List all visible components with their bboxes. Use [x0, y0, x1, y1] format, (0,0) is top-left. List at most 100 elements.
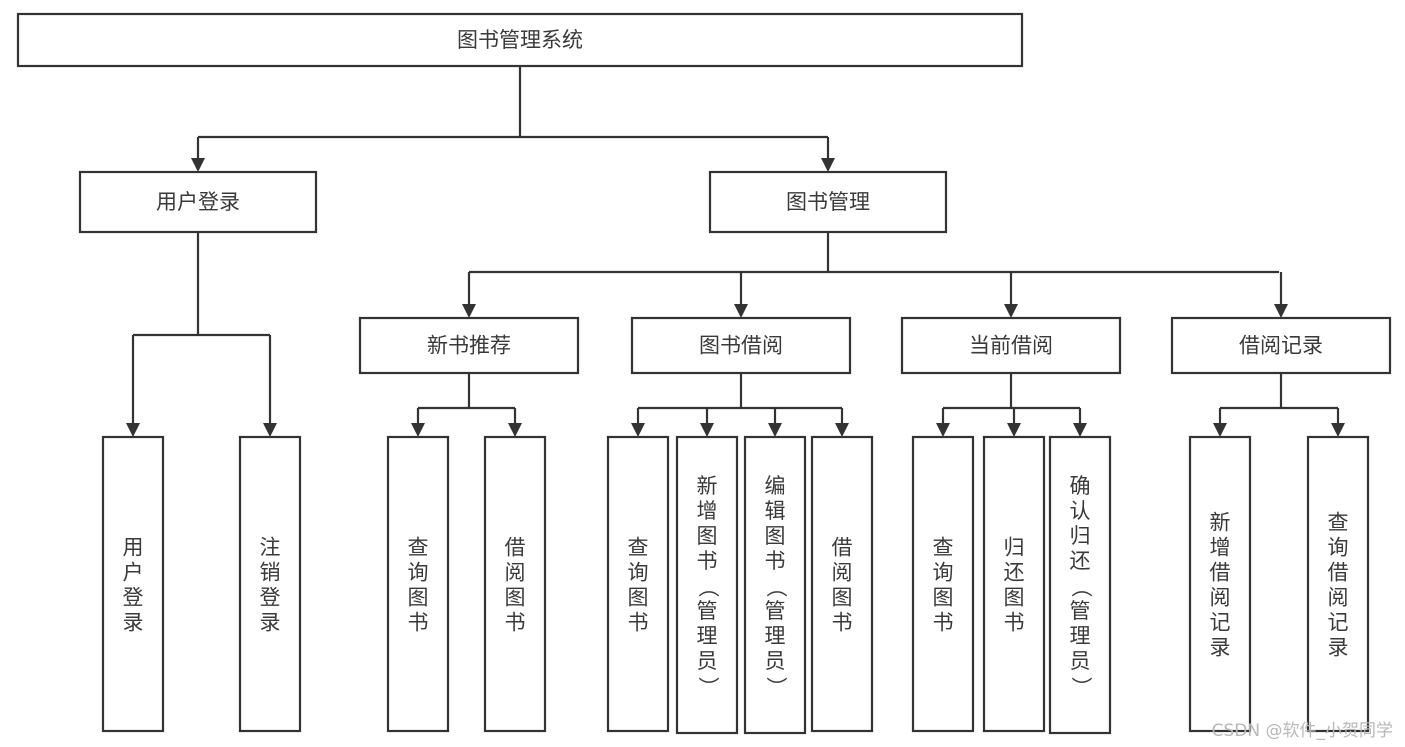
leaf-node-8-查询图书-label-char: 查: [933, 536, 954, 560]
level2-node-用户登录[interactable]: 用户登录: [78, 170, 318, 234]
leaf-node-8-查询图书-rect[interactable]: [911, 435, 975, 733]
level3-node-图书借阅[interactable]: 图书借阅: [630, 316, 852, 375]
leaf-node-3-借阅图书-label-char: 借: [505, 536, 526, 560]
edge-to-leaf-新增图书管理员-arrowhead: [700, 423, 714, 437]
leaf-node-3-借阅图书-rect[interactable]: [483, 435, 547, 733]
level3-node-借阅记录-label: 借阅记录: [1239, 334, 1323, 358]
level2-node-用户登录-rect[interactable]: [78, 170, 318, 234]
leaf-node-12-查询借阅记录-rect[interactable]: [1306, 435, 1370, 733]
leaf-node-2-查询图书-label-char: 询: [408, 561, 429, 585]
edge-to-leaf-查询图书-arrowhead: [411, 423, 425, 437]
leaf-node-1-注销登录-label-char: 录: [260, 611, 281, 635]
leaf-node-4-查询图书-label-char: 书: [628, 611, 649, 635]
leaf-node-12-查询借阅记录-label-char: 记: [1328, 611, 1349, 635]
leaf-node-7-借阅图书-label-char: 借: [832, 536, 853, 560]
leaf-node-4-查询图书-label-char: 图: [628, 586, 649, 610]
leaf-node-5-新增图书管理员-label-char: 书: [697, 549, 718, 573]
level3-node-借阅记录-rect[interactable]: [1170, 316, 1392, 375]
edge-to-图书借阅-arrowhead: [734, 304, 748, 318]
leaf-node-0-用户登录-rect[interactable]: [101, 435, 165, 733]
edge-to-leaf-查询图书-arrowhead: [631, 423, 645, 437]
leaf-node-11-新增借阅记录-label-char: 录: [1210, 636, 1231, 660]
leaf-node-0-用户登录-label-char: 户: [123, 561, 144, 585]
leaf-node-5-新增图书管理员-label-char: 图: [697, 524, 718, 548]
edge-to-leaf-确认归还管理员-arrowhead: [1073, 423, 1087, 437]
level3-node-借阅记录[interactable]: 借阅记录: [1170, 316, 1392, 375]
leaf-node-5-新增图书管理员-label-char: 员: [697, 649, 718, 673]
leaf-node-10-确认归还管理员-label-char: （: [1069, 577, 1093, 598]
leaf-node-9-归还图书-label-char: 书: [1004, 611, 1025, 635]
edge-to-leaf-用户登录-arrowhead: [126, 423, 140, 437]
leaf-node-11-新增借阅记录-label-char: 阅: [1210, 586, 1231, 610]
edge-to-leaf-注销登录-arrowhead: [263, 423, 277, 437]
level3-node-当前借阅-rect[interactable]: [900, 316, 1122, 375]
leaf-node-6-编辑图书管理员-label-char: 图: [765, 524, 786, 548]
leaf-node-8-查询图书-label-char: 书: [933, 611, 954, 635]
leaf-node-3-借阅图书-label-char: 书: [505, 611, 526, 635]
level3-node-当前借阅[interactable]: 当前借阅: [900, 316, 1122, 375]
leaf-node-11-新增借阅记录-label-char: 记: [1210, 611, 1231, 635]
leaf-node-2-查询图书-label-char: 图: [408, 586, 429, 610]
leaf-node-5-新增图书管理员-label-char: 增: [697, 499, 718, 523]
leaf-node-12-查询借阅记录-label-char: 借: [1328, 561, 1349, 585]
leaf-node-6-编辑图书管理员-label-char: 书: [765, 549, 786, 573]
leaf-node-6-编辑图书管理员-rect[interactable]: [743, 435, 807, 735]
leaf-node-2-查询图书-label-char: 书: [408, 611, 429, 635]
root-node-图书管理系统-rect[interactable]: [16, 12, 1024, 68]
leaf-node-5-新增图书管理员-label-char: 新: [697, 474, 718, 498]
leaf-node-2-查询图书-rect[interactable]: [386, 435, 450, 733]
level3-node-图书借阅-rect[interactable]: [630, 316, 852, 375]
leaf-node-5-新增图书管理员-rect[interactable]: [675, 435, 739, 735]
level3-node-新书推荐-rect[interactable]: [358, 316, 580, 375]
leaf-node-1-注销登录-label-char: 注: [260, 536, 281, 560]
leaf-node-10-确认归还管理员-label-char: 还: [1070, 549, 1091, 573]
leaf-node-7-借阅图书-rect[interactable]: [810, 435, 874, 733]
leaf-node-1-注销登录-rect[interactable]: [238, 435, 302, 733]
leaf-node-9-归还图书-label-char: 归: [1004, 536, 1025, 560]
leaf-node-0-用户登录[interactable]: 用户登录: [101, 435, 165, 733]
leaf-node-11-新增借阅记录-label-char: 增: [1210, 536, 1231, 560]
level2-node-图书管理[interactable]: 图书管理: [708, 170, 948, 234]
root-node-图书管理系统[interactable]: 图书管理系统: [16, 12, 1024, 68]
leaf-node-4-查询图书-label-char: 询: [628, 561, 649, 585]
leaf-node-0-用户登录-label-char: 登: [123, 586, 144, 610]
leaf-node-6-编辑图书管理员-label-char: （: [764, 577, 788, 598]
leaf-node-3-借阅图书-label-char: 图: [505, 586, 526, 610]
leaf-node-4-查询图书-rect[interactable]: [606, 435, 670, 733]
level3-node-当前借阅-label: 当前借阅: [969, 334, 1053, 358]
level3-node-新书推荐[interactable]: 新书推荐: [358, 316, 580, 375]
root-node-图书管理系统-label: 图书管理系统: [457, 28, 583, 52]
leaf-node-12-查询借阅记录-label-char: 录: [1328, 636, 1349, 660]
leaf-node-0-用户登录-label-char: 录: [123, 611, 144, 635]
level2-node-图书管理-rect[interactable]: [708, 170, 948, 234]
edge-to-用户登录-arrowhead: [191, 158, 205, 172]
leaf-node-10-确认归还管理员-label-char: 管: [1070, 599, 1091, 623]
level3-node-新书推荐-label: 新书推荐: [427, 334, 511, 358]
edge-to-leaf-借阅图书-arrowhead: [835, 423, 849, 437]
leaf-node-6-编辑图书管理员-label-char: 辑: [765, 499, 786, 523]
leaf-node-10-确认归还管理员-rect[interactable]: [1048, 435, 1112, 735]
leaf-node-6-编辑图书管理员-label-char: 编: [765, 474, 786, 498]
leaf-node-3-借阅图书-label-char: 阅: [505, 561, 526, 585]
leaf-node-11-新增借阅记录-rect[interactable]: [1188, 435, 1252, 733]
leaf-node-6-编辑图书管理员-label-char: 员: [765, 649, 786, 673]
edge-to-leaf-新增借阅记录-arrowhead: [1213, 423, 1227, 437]
leaf-node-5-新增图书管理员-label-char: ）: [696, 677, 720, 698]
leaf-node-12-查询借阅记录-label-char: 阅: [1328, 586, 1349, 610]
leaf-node-6-编辑图书管理员-label-char: ）: [764, 677, 788, 698]
leaf-node-9-归还图书-rect[interactable]: [982, 435, 1046, 733]
